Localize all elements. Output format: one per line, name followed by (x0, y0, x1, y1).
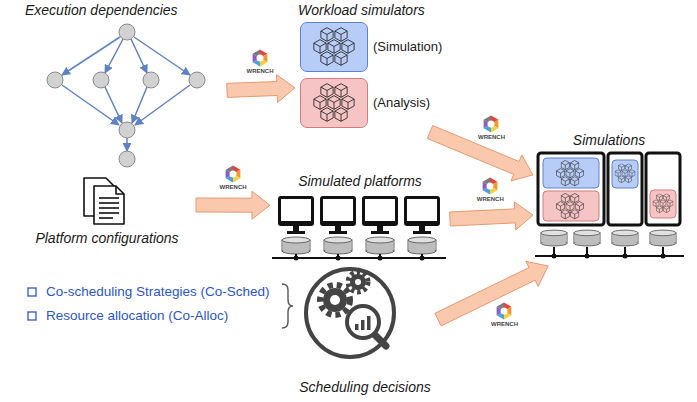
bullet-item: Co-scheduling Strategies (Co-Sched) (46, 283, 270, 300)
logo-text: WRENCH (489, 320, 519, 328)
node-label: Platform configurations (35, 230, 178, 247)
wrench-logo: WRENCH (476, 115, 506, 143)
wrench-logo-mark (224, 165, 242, 183)
bullet-item: Resource allocation (Co-Alloc) (46, 307, 228, 324)
brace (282, 284, 293, 328)
wrench-logo: WRENCH (218, 165, 248, 193)
scheduling-icon (306, 269, 394, 357)
workload-group: Workload simulators (Simulation) (Analysis… (295, 2, 445, 132)
node-label: Execution dependencies (25, 2, 178, 19)
wrench-logo: WRENCH (475, 177, 505, 205)
logo-text: WRENCH (218, 183, 248, 191)
block-arrow (450, 202, 533, 230)
wrench-logo: WRENCH (245, 49, 275, 77)
platform-group: Simulated platforms (270, 173, 450, 265)
wrench-logo-mark (251, 49, 269, 67)
node-label: Simulated platforms (298, 173, 422, 190)
logo-text: WRENCH (475, 195, 505, 203)
block-arrow (435, 261, 548, 326)
bullet (28, 312, 36, 320)
dag-group: Execution dependencies (22, 2, 227, 172)
scheduling-group: Scheduling decisions (292, 262, 438, 396)
platform-illustration (272, 196, 446, 261)
analysis-box: (Analysis) (300, 78, 368, 128)
cluster-illustration (535, 153, 684, 259)
bullet (28, 288, 36, 296)
node-label: (Simulation) (373, 39, 442, 55)
node-label: Scheduling decisions (299, 379, 431, 396)
block-arrow (427, 126, 533, 181)
block-arrow (196, 191, 270, 219)
dag-illustration (62, 37, 190, 151)
cube-cluster (314, 28, 354, 66)
wrench-logo: WRENCH (489, 302, 519, 330)
dag-tasks (47, 24, 205, 167)
block-arrow (227, 75, 295, 103)
node-label: (Analysis) (373, 95, 430, 111)
node-label: Simulations (573, 132, 645, 149)
simulation-box: (Simulation) (300, 22, 368, 72)
wrench-logo-mark (481, 177, 499, 195)
logo-text: WRENCH (245, 67, 275, 75)
cube-cluster (314, 84, 354, 122)
document-icon (84, 178, 124, 224)
wrench-logo-mark (495, 302, 513, 320)
wrench-logo-mark (482, 115, 500, 133)
node-label: Workload simulators (298, 2, 425, 19)
config-files: Platform configurations (18, 172, 196, 247)
simulation-cluster: Simulations (533, 132, 685, 266)
logo-text: WRENCH (476, 133, 506, 141)
